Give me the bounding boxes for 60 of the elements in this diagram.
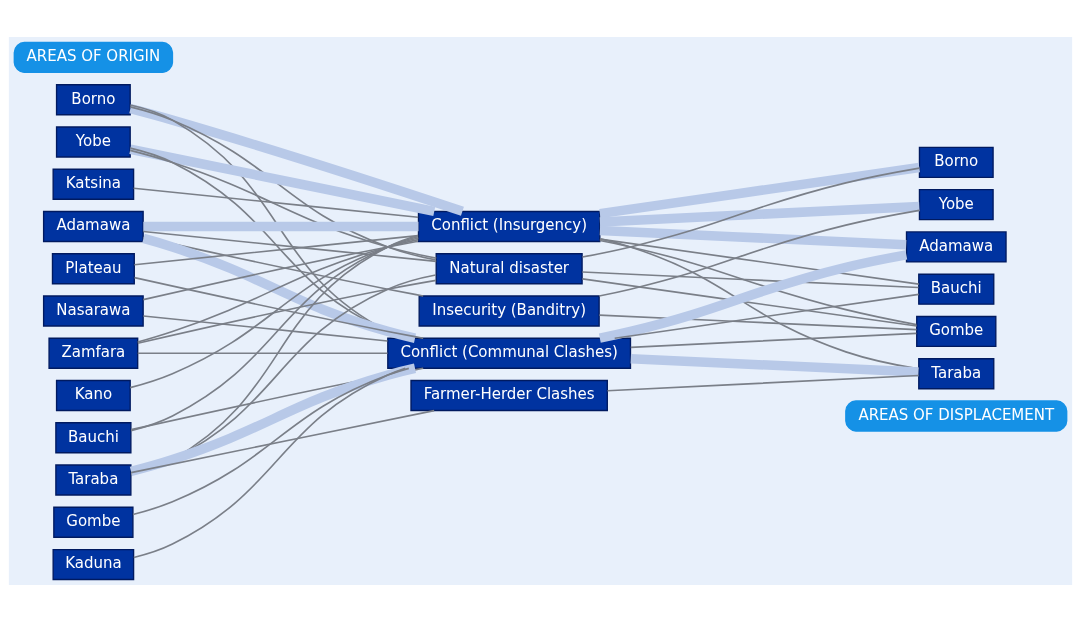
node-box: Kaduna: [52, 548, 135, 580]
node-box: Plateau: [51, 252, 135, 284]
connector: [613, 293, 920, 339]
connector: [581, 166, 921, 258]
node-box: Yobe: [918, 188, 994, 220]
connector: [129, 363, 417, 476]
node-box: Taraba: [55, 463, 132, 496]
connector: [129, 103, 464, 216]
connector: [130, 234, 419, 475]
connector: [599, 162, 920, 218]
connector: [629, 332, 918, 348]
node-box: Kano: [55, 379, 131, 411]
connector: [137, 279, 437, 344]
connector: [598, 209, 921, 297]
node-box: Katsina: [52, 168, 135, 200]
connector: [142, 314, 389, 342]
connector: [581, 277, 918, 327]
connector: [599, 237, 920, 370]
connector: [599, 201, 920, 227]
node-box: Gombe: [53, 506, 134, 538]
node-box: Farmer-Herder Clashes: [410, 379, 608, 411]
label: AREAS OF ORIGIN: [26, 46, 161, 65]
connector: [129, 144, 436, 216]
node-box: Bauchi: [55, 421, 132, 453]
node-box: Conflict (Communal Clashes): [387, 337, 632, 369]
node-box: Natural disaster: [435, 252, 583, 284]
node-box: Conflict (Insurgency): [417, 210, 601, 242]
connector: [599, 225, 907, 249]
node-box: Adamawa: [905, 230, 1007, 263]
connector: [129, 105, 437, 261]
node-box: Borno: [55, 83, 131, 115]
connector: [132, 367, 410, 515]
connector: [133, 367, 407, 558]
connector: [130, 273, 437, 475]
node-box: Gombe: [916, 315, 997, 347]
node-box: Borno: [918, 146, 994, 178]
connector: [129, 236, 420, 388]
node-box: Adamawa: [42, 210, 144, 242]
node-box: Nasarawa: [42, 294, 144, 327]
node-box: Taraba: [918, 357, 995, 389]
connector: [130, 235, 419, 432]
node-box: Insecurity (Banditry): [418, 294, 600, 327]
connector: [598, 249, 908, 343]
connector: [630, 353, 919, 377]
connector: [130, 367, 424, 430]
connector: [142, 230, 437, 262]
connector: [606, 374, 920, 392]
node-box: Bauchi: [918, 273, 995, 305]
label: AREAS OF DISPLACEMENT: [858, 405, 1055, 424]
connector: [130, 409, 435, 473]
connector: [129, 149, 438, 259]
node-box: Yobe: [55, 125, 131, 158]
connector: [133, 276, 424, 339]
connector: [599, 239, 918, 325]
connector: [581, 270, 920, 288]
connector: [598, 313, 918, 330]
connector: [143, 221, 419, 231]
connector: [132, 186, 419, 218]
node-box: Zamfara: [48, 337, 139, 369]
connector: [136, 351, 389, 354]
